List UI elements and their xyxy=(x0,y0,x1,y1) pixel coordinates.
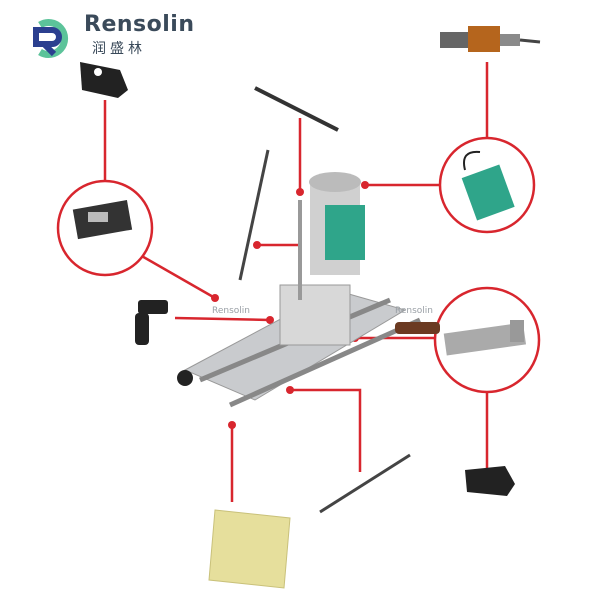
brand-name: Rensolin xyxy=(84,12,195,37)
logo-icon xyxy=(33,19,69,58)
watermark: Rensolin xyxy=(395,306,433,316)
rail-clamp xyxy=(443,320,527,356)
watermark: Rensolin xyxy=(212,306,250,316)
rod xyxy=(254,86,339,132)
gas-spring-left xyxy=(238,149,270,281)
armature-rotor xyxy=(440,26,541,52)
callout-lines xyxy=(103,62,489,502)
bracket-plate-top xyxy=(80,62,128,98)
mortising-machine xyxy=(177,172,440,408)
gas-spring-right xyxy=(319,453,411,514)
sanding-pad xyxy=(208,509,291,589)
handle-knob xyxy=(135,300,168,345)
clamp-assembly xyxy=(72,200,133,240)
bracket-plate-bottom xyxy=(465,466,515,496)
brand-name-cn: 润盛林 xyxy=(92,41,146,57)
callout-dots xyxy=(211,181,369,429)
motor xyxy=(461,150,515,221)
